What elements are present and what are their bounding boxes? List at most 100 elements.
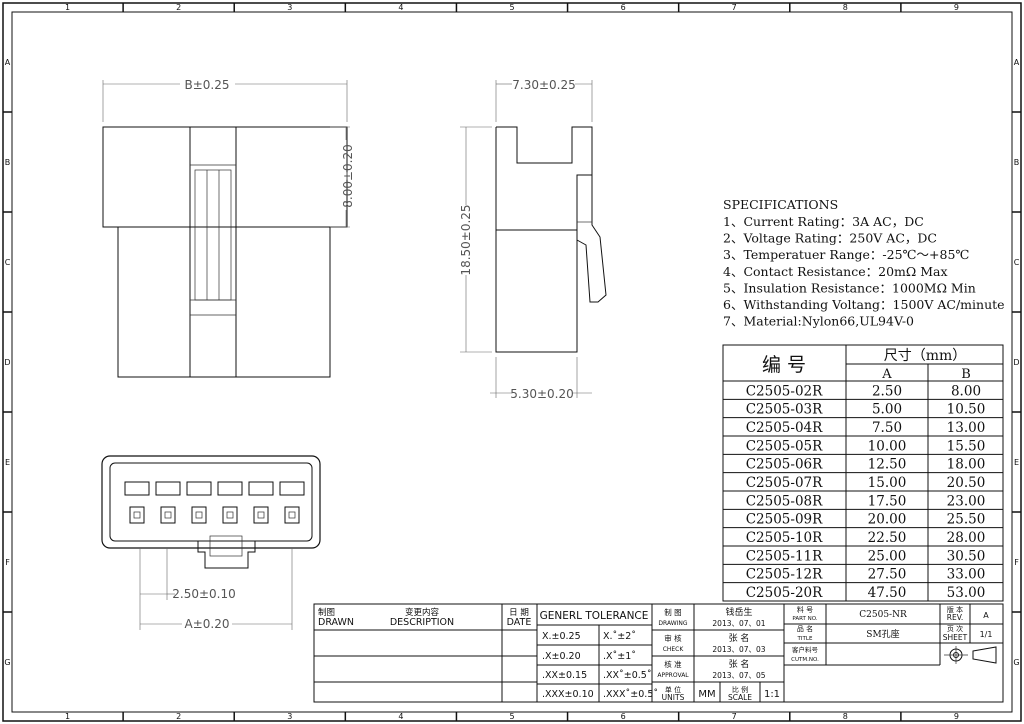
frame-row-label: D (1013, 358, 1019, 367)
cust-en: CUTM.NO. (791, 657, 819, 663)
frame-col-label: 7 (732, 712, 737, 721)
tolerance-angular: .XX˚±0.5˚ (603, 670, 652, 681)
bottom-a-dim: A±0.20 (185, 617, 230, 631)
desc-cn: 变更内容 (405, 607, 440, 618)
frame-col-label: 1 (65, 712, 70, 721)
scale-cn: 比 例 (732, 685, 748, 694)
pin-slot (253, 506, 269, 524)
frame-row-label: G (4, 658, 10, 667)
tolerance-linear: .XXX±0.10 (542, 689, 594, 700)
sheet-en: SHEET (943, 633, 968, 642)
date-en: DATE (507, 617, 532, 628)
pin-window (155, 481, 181, 496)
person-name: 张 名 (729, 658, 750, 670)
table-cell-b: 20.50 (947, 475, 986, 491)
table-cell-b: 33.00 (947, 567, 986, 583)
frame-row-label: C (5, 258, 11, 267)
frame-row-label: A (1014, 58, 1020, 67)
units-en: UNITS (662, 693, 685, 702)
table-cell-b: 10.50 (947, 402, 986, 418)
side-height-dim: 18.50±0.25 (459, 204, 473, 275)
spec-item: 6、Withstanding Voltang：1500V AC/minute (723, 297, 1005, 312)
spec-item: 2、Voltage Rating：250V AC，DC (723, 231, 937, 246)
pitch-dim: 2.50±0.10 (172, 587, 236, 601)
spec-item: 3、Temperatuer Range：-25℃～+85℃ (723, 247, 969, 262)
frame-col-label: 4 (398, 3, 403, 12)
frame-row-label: B (1014, 158, 1020, 167)
side-depth-dim: 7.30±0.25 (512, 78, 576, 92)
role-en: DRAWING (658, 620, 688, 627)
part-no-en: PART NO. (792, 616, 817, 622)
sheet-cn: 页 次 (947, 624, 963, 633)
person-date: 2013、07、01 (712, 619, 765, 628)
frame-col-label: 5 (509, 3, 514, 12)
tolerance-linear: X.±0.25 (542, 631, 581, 642)
frame-row-label: E (5, 458, 10, 467)
table-cell-a: 25.00 (868, 548, 907, 564)
frame-col-label: 9 (954, 3, 959, 12)
spec-list: 1、Current Rating：3A AC，DC2、Voltage Ratin… (723, 214, 1005, 329)
table-cell-a: 20.00 (868, 512, 907, 528)
tolerance-angular: .XXX˚±0.5˚ (603, 689, 658, 700)
pin-window (279, 481, 305, 496)
table-cell-code: C2505-08R (746, 493, 823, 509)
frame-col-label: 6 (621, 712, 626, 721)
role-en: APPROVAL (657, 672, 689, 679)
table-cell-b: 30.50 (947, 548, 986, 564)
units-val: MM (698, 689, 715, 700)
frame-row-label: B (5, 158, 11, 167)
table-cell-a: 22.50 (868, 530, 907, 546)
role-en: CHECK (663, 646, 685, 653)
table-cell-code: C2505-02R (746, 383, 823, 399)
frame-col-label: 9 (954, 712, 959, 721)
table-cell-code: C2505-11R (746, 548, 823, 564)
frame-row-label: G (1013, 658, 1019, 667)
person-name: 钱岳生 (725, 606, 752, 618)
front-height-dim: 8.00±0.20 (341, 144, 355, 208)
table-cell-a: 47.50 (868, 585, 907, 601)
pin-window (248, 481, 274, 496)
title-block-text: 制图 DRAWN 变更内容 DESCRIPTION 日 期 DATE GENER… (318, 605, 992, 702)
pin-slot (222, 506, 238, 524)
table-cell-b: 18.00 (947, 457, 986, 473)
frame-row-label: C (1014, 258, 1020, 267)
inner-frame (11, 11, 1013, 713)
cust-cn: 客户料号 (792, 645, 819, 654)
title-val: SM孔座 (866, 628, 899, 640)
table-cell-code: C2505-20R (746, 585, 823, 601)
table-cell-b: 28.00 (947, 530, 986, 546)
frame-col-label: 5 (509, 712, 514, 721)
size-table (722, 344, 1004, 602)
table-cell-code: C2505-10R (746, 530, 823, 546)
frame-col-label: 8 (843, 712, 848, 721)
desc-en: DESCRIPTION (390, 617, 454, 628)
pin-slot (284, 506, 300, 524)
table-col-b: B (961, 367, 971, 382)
pin-slot (191, 506, 207, 524)
table-cell-code: C2505-09R (746, 512, 823, 528)
rev-val: A (983, 611, 989, 620)
role-cn: 审 核 (664, 633, 682, 643)
spec-item: 4、Contact Resistance：20mΩ Max (723, 264, 948, 279)
spec-item: 5、Insulation Resistance：1000MΩ Min (723, 280, 976, 295)
frame-col-label: 2 (176, 712, 181, 721)
spec-title: SPECIFICATIONS (723, 197, 838, 212)
table-cell-b: 15.50 (947, 438, 986, 454)
role-cn: 核 准 (664, 659, 682, 669)
table-cell-a: 5.00 (872, 402, 902, 418)
frame-col-label: 6 (621, 3, 626, 12)
tolerance-angular: X.˚±2˚ (603, 631, 636, 642)
table-header-code: 编 号 (762, 354, 806, 376)
drawn-cn: 制图 (318, 607, 335, 618)
table-cell-code: C2505-04R (746, 420, 823, 436)
frame-col-label: 4 (398, 712, 403, 721)
table-cell-a: 10.00 (868, 438, 907, 454)
date-cn: 日 期 (509, 608, 529, 618)
tolerance-linear: .XX±0.15 (542, 670, 587, 681)
units-cn: 单 位 (665, 685, 681, 694)
person-name: 张 名 (729, 632, 750, 644)
table-cell-a: 27.50 (868, 567, 907, 583)
table-cell-a: 2.50 (872, 383, 902, 399)
frame-col-label: 3 (287, 712, 292, 721)
